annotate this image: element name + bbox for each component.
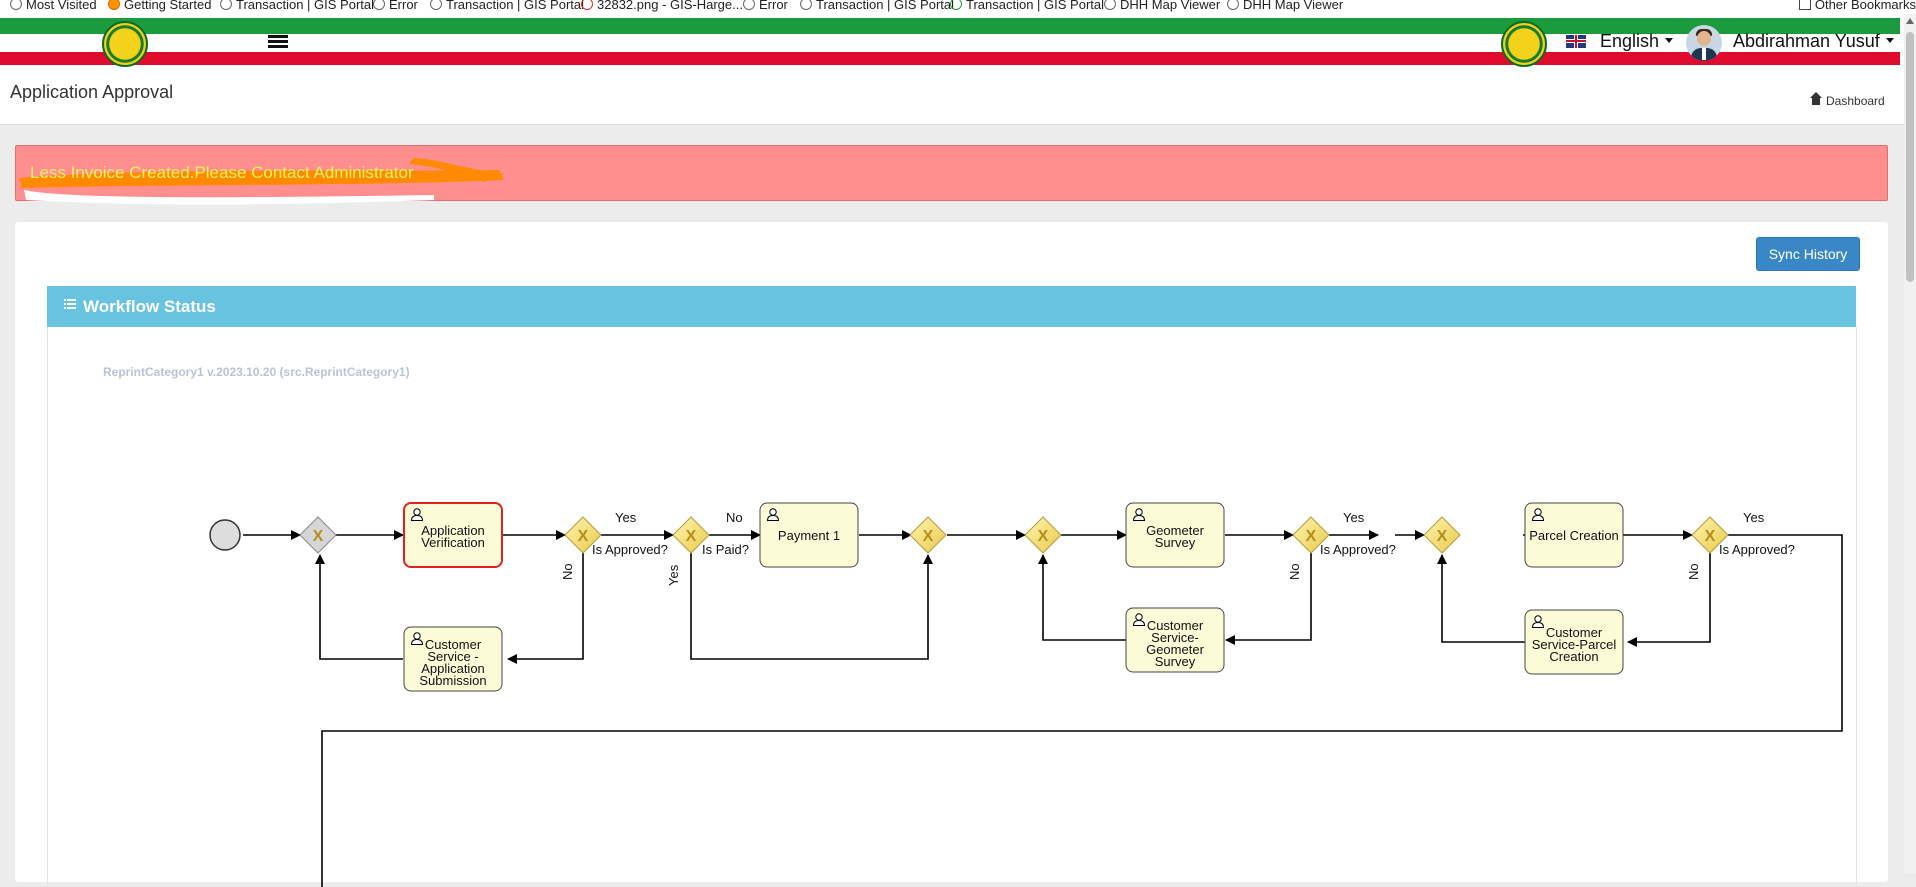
task-parcel-creation[interactable]: Parcel Creation	[1524, 502, 1624, 568]
start-event[interactable]	[209, 519, 241, 551]
globe-icon	[1227, 0, 1239, 10]
process-id-label: ReprintCategory1 v.2023.10.20 (src.Repri…	[103, 365, 410, 379]
workflow-diagram: ReprintCategory1 v.2023.10.20 (src.Repri…	[103, 365, 1843, 887]
globe-icon	[220, 0, 232, 10]
bookmark-transaction-1[interactable]: Transaction | GIS Portal	[220, 0, 374, 12]
globe-icon	[373, 0, 385, 10]
task-payment-1[interactable]: Payment 1	[759, 502, 859, 568]
bookmarks-bar: Most Visited Getting Started Transaction…	[0, 0, 1916, 14]
gateway-is-approved-2[interactable]: X	[1292, 516, 1330, 554]
gateway-1[interactable]: X	[299, 516, 337, 554]
svg-text:X: X	[1038, 528, 1049, 545]
gateway-is-approved-1[interactable]: X	[564, 516, 602, 554]
bookmark-error-2[interactable]: Error	[743, 0, 788, 12]
globe-icon	[1104, 0, 1116, 10]
globe-icon	[950, 0, 962, 10]
label-yes: Yes	[1343, 510, 1365, 525]
scribble-annotation	[19, 158, 504, 205]
bookmark-dhh-1[interactable]: DHH Map Viewer	[1104, 0, 1220, 12]
bookmark-transaction-4[interactable]: Transaction | GIS Portal	[950, 0, 1104, 12]
user-menu[interactable]: Abdirahman Yusuf	[1733, 31, 1894, 52]
bookmark-transaction-3[interactable]: Transaction | GIS Portal	[800, 0, 954, 12]
folder-icon	[1798, 0, 1811, 10]
chevron-down-icon	[1885, 38, 1894, 43]
svg-text:X: X	[923, 528, 934, 545]
chevron-down-icon	[1665, 38, 1674, 43]
svg-text:X: X	[1306, 528, 1317, 545]
gateway-is-paid[interactable]: X	[672, 516, 710, 554]
label-no: No	[560, 563, 575, 580]
vertical-scrollbar[interactable]	[1904, 14, 1916, 873]
language-dropdown[interactable]: English	[1600, 31, 1674, 52]
firefox-icon	[108, 0, 120, 10]
bookmark-getting-started[interactable]: Getting Started	[108, 0, 211, 12]
bookmark-error-1[interactable]: Error	[373, 0, 418, 12]
menu-toggle-icon[interactable]	[268, 35, 288, 49]
label-is-paid: Is Paid?	[702, 542, 749, 557]
label-yes: Yes	[666, 564, 681, 586]
bookmark-image[interactable]: 32832.png - GIS-Harge...	[581, 0, 743, 12]
label-no: No	[1686, 563, 1701, 580]
globe-icon	[800, 0, 812, 10]
flag-stripe-red	[0, 52, 1900, 65]
workflow-title: Workflow Status	[83, 297, 216, 316]
label-is-approved: Is Approved?	[1719, 542, 1795, 557]
globe-icon	[743, 0, 755, 10]
logo-emblem-right	[1501, 21, 1547, 67]
image-icon	[581, 0, 593, 10]
gateway-join-payment[interactable]: X	[909, 516, 947, 554]
flag-stripe-green	[0, 18, 1900, 34]
bookmark-dhh-2[interactable]: DHH Map Viewer	[1227, 0, 1343, 12]
other-bookmarks[interactable]: Other Bookmarks	[1798, 0, 1916, 12]
label-yes: Yes	[1743, 510, 1765, 525]
svg-text:X: X	[578, 528, 589, 545]
svg-text:X: X	[1705, 528, 1716, 545]
logo-emblem[interactable]	[102, 21, 148, 67]
gateway-join-survey[interactable]: X	[1024, 516, 1062, 554]
gateway-join-parcel[interactable]: X	[1423, 516, 1461, 554]
svg-text:Parcel Creation: Parcel Creation	[1529, 528, 1619, 543]
workflow-status-header: Workflow Status	[47, 286, 1856, 327]
avatar[interactable]	[1686, 25, 1722, 61]
svg-text:Payment 1: Payment 1	[778, 528, 840, 543]
gateway-is-approved-3[interactable]: X	[1691, 516, 1729, 554]
list-icon	[64, 299, 76, 309]
label-no: No	[726, 510, 743, 525]
label-is-approved: Is Approved?	[1320, 542, 1396, 557]
workflow-panel: ReprintCategory1 v.2023.10.20 (src.Repri…	[47, 327, 1857, 887]
gear-icon	[10, 0, 22, 10]
alert-message: Less Invoice Created.Please Contact Admi…	[30, 163, 414, 182]
uk-flag-icon	[1566, 35, 1586, 48]
label-no: No	[1287, 563, 1302, 580]
svg-text:X: X	[1437, 528, 1448, 545]
bookmark-most-visited[interactable]: Most Visited	[10, 0, 97, 12]
svg-text:X: X	[686, 528, 697, 545]
home-icon	[1810, 92, 1822, 106]
label-yes: Yes	[615, 510, 637, 525]
sync-history-button[interactable]: Sync History	[1756, 237, 1860, 271]
svg-text:X: X	[313, 528, 324, 545]
bookmark-transaction-2[interactable]: Transaction | GIS Portal	[430, 0, 584, 12]
page-title: Application Approval	[10, 82, 174, 102]
page-header	[0, 68, 1904, 125]
breadcrumb[interactable]: Dashboard	[1810, 92, 1885, 108]
globe-icon	[430, 0, 442, 10]
label-is-approved: Is Approved?	[592, 542, 668, 557]
